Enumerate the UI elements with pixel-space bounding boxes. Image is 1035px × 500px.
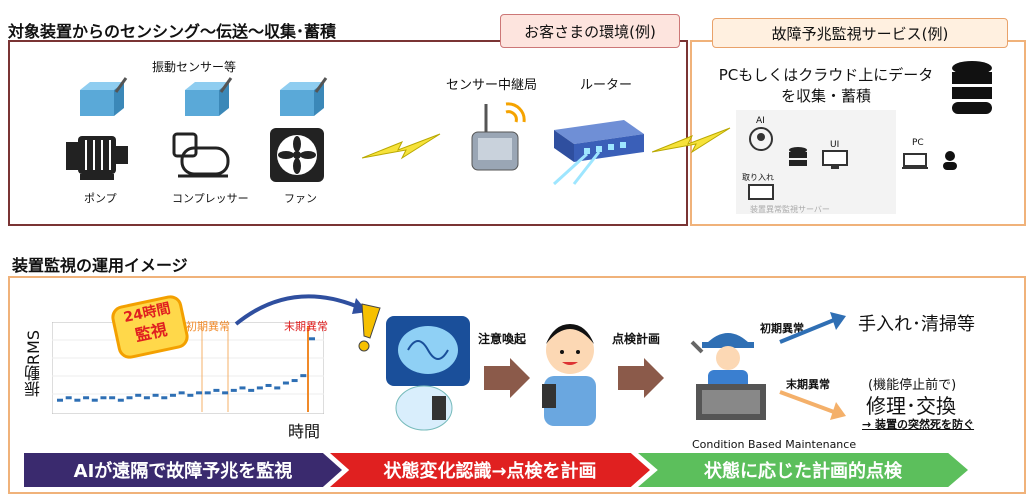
x-axis-label: 時間 [288,422,321,441]
y-axis-label: 振動RMS [24,330,43,398]
server-diagram: AI UI 取り入れ 装置異常監視サーバー [736,110,896,214]
wireless-signal-icon [362,133,441,160]
action-late: 修理･交換 [866,394,956,418]
sensor-cube-icon [80,77,128,116]
action-late-pre: (機能停止前で) [868,378,957,393]
cloud-line-2: を収集・蓄積 [780,87,871,105]
person-with-phone-icon [542,324,596,426]
chart-point [300,374,307,378]
sensor-relay-icon [471,102,526,171]
chart-point [65,396,72,400]
exclamation-icon [358,303,381,352]
fan-icon [270,128,324,182]
chart-point [126,396,133,400]
cbm-label: Condition Based Maintenance [692,438,857,451]
late-branch-arrow [779,390,846,420]
early-branch-arrow [779,312,846,344]
database-icon [952,61,992,114]
chart-point [282,381,289,385]
chart-point [196,391,203,395]
chart-point [309,337,315,341]
chart-point [152,393,159,397]
chart-point [265,383,272,387]
top-section-title: 対象装置からのセンシング〜伝送〜収集･蓄積 [8,22,337,41]
operation-frame [8,276,1026,494]
cloud-description: PCもしくはクラウド上にデータ を収集・蓄積 [706,64,946,106]
service-label: 故障予兆監視サービス(例) [712,18,1008,48]
chart-point [91,398,98,402]
sensor-cube-icon [185,77,233,116]
monitor-icon [822,150,848,169]
router-icon [552,120,644,186]
band-ai-monitor: AIが遠隔で故障予兆を監視 [24,453,342,487]
chart-point [109,396,116,400]
curve-arrow [234,294,368,326]
device-label: ポンプ [84,192,117,205]
chart-point [256,386,263,390]
early-anomaly-annotation: 初期異常 [186,320,230,333]
chart-point [169,393,176,397]
pump-icon [66,136,128,180]
device-label: コンプレッサー [172,192,249,205]
late-branch-label: 末期異常 [786,378,830,391]
late-anomaly-annotation: 末期異常 [284,320,328,333]
maintenance-worker-icon [690,333,766,420]
customer-env-label: お客さまの環境(例) [500,14,680,48]
customer-environment-frame [8,40,688,226]
chart-point [74,398,81,402]
chart-point [57,398,63,402]
chart-point [135,393,142,397]
terminal-icon [748,184,774,200]
server-caption: 装置異常監視サーバー [750,205,830,214]
wireless-signal-icon [652,127,731,154]
chart-point [143,396,150,400]
cloud-line-1: PCもしくはクラウド上にデータ [718,66,934,84]
band-planned-inspection: 状態に応じた計画的点検 [638,453,968,487]
pc-label: PC [912,138,924,148]
brown-arrow-icon [484,358,530,398]
server-db-icon [789,147,807,166]
ai-brain-icon [386,316,470,431]
chart-series-points [57,337,315,402]
brown-arrow-icon [618,358,664,398]
band-state-change: 状態変化認識→点検を計画 [330,453,650,487]
chart-point [187,393,194,397]
chart-point [248,388,255,392]
chart-point [230,388,237,392]
chart-point [100,396,107,400]
server-intake-label: 取り入れ [742,173,774,182]
brain-head-icon [749,127,773,151]
chart-point [222,391,229,395]
plan-label: 点検計画 [612,332,661,346]
alert-label: 注意喚起 [478,332,527,346]
chart-point [239,386,246,390]
server-ai-label: AI [756,116,765,126]
compressor-icon [172,132,230,178]
device-label: ファン [284,192,317,205]
chart-point [178,391,185,395]
chart-point [213,388,220,392]
action-early: 手入れ･清掃等 [858,314,975,335]
early-branch-label: 初期異常 [760,322,804,335]
sensor-cubes [80,77,328,116]
vibration-sensor-label: 振動センサー等 [152,60,237,74]
chart-point [291,379,298,383]
chart-point [83,396,90,400]
server-ui-label: UI [830,140,840,150]
chart-point [161,396,168,400]
chart-point [274,386,281,390]
pc-user-icon [902,151,957,170]
router-label: ルーター [580,78,633,93]
chart-point [204,391,211,395]
bottom-section-title: 装置監視の運用イメージ [12,256,188,275]
action-late-note: → 装置の突然死を防ぐ [862,418,975,431]
relay-label: センサー中継局 [446,78,538,93]
sensor-cube-icon [280,77,328,116]
chart-point [117,398,124,402]
